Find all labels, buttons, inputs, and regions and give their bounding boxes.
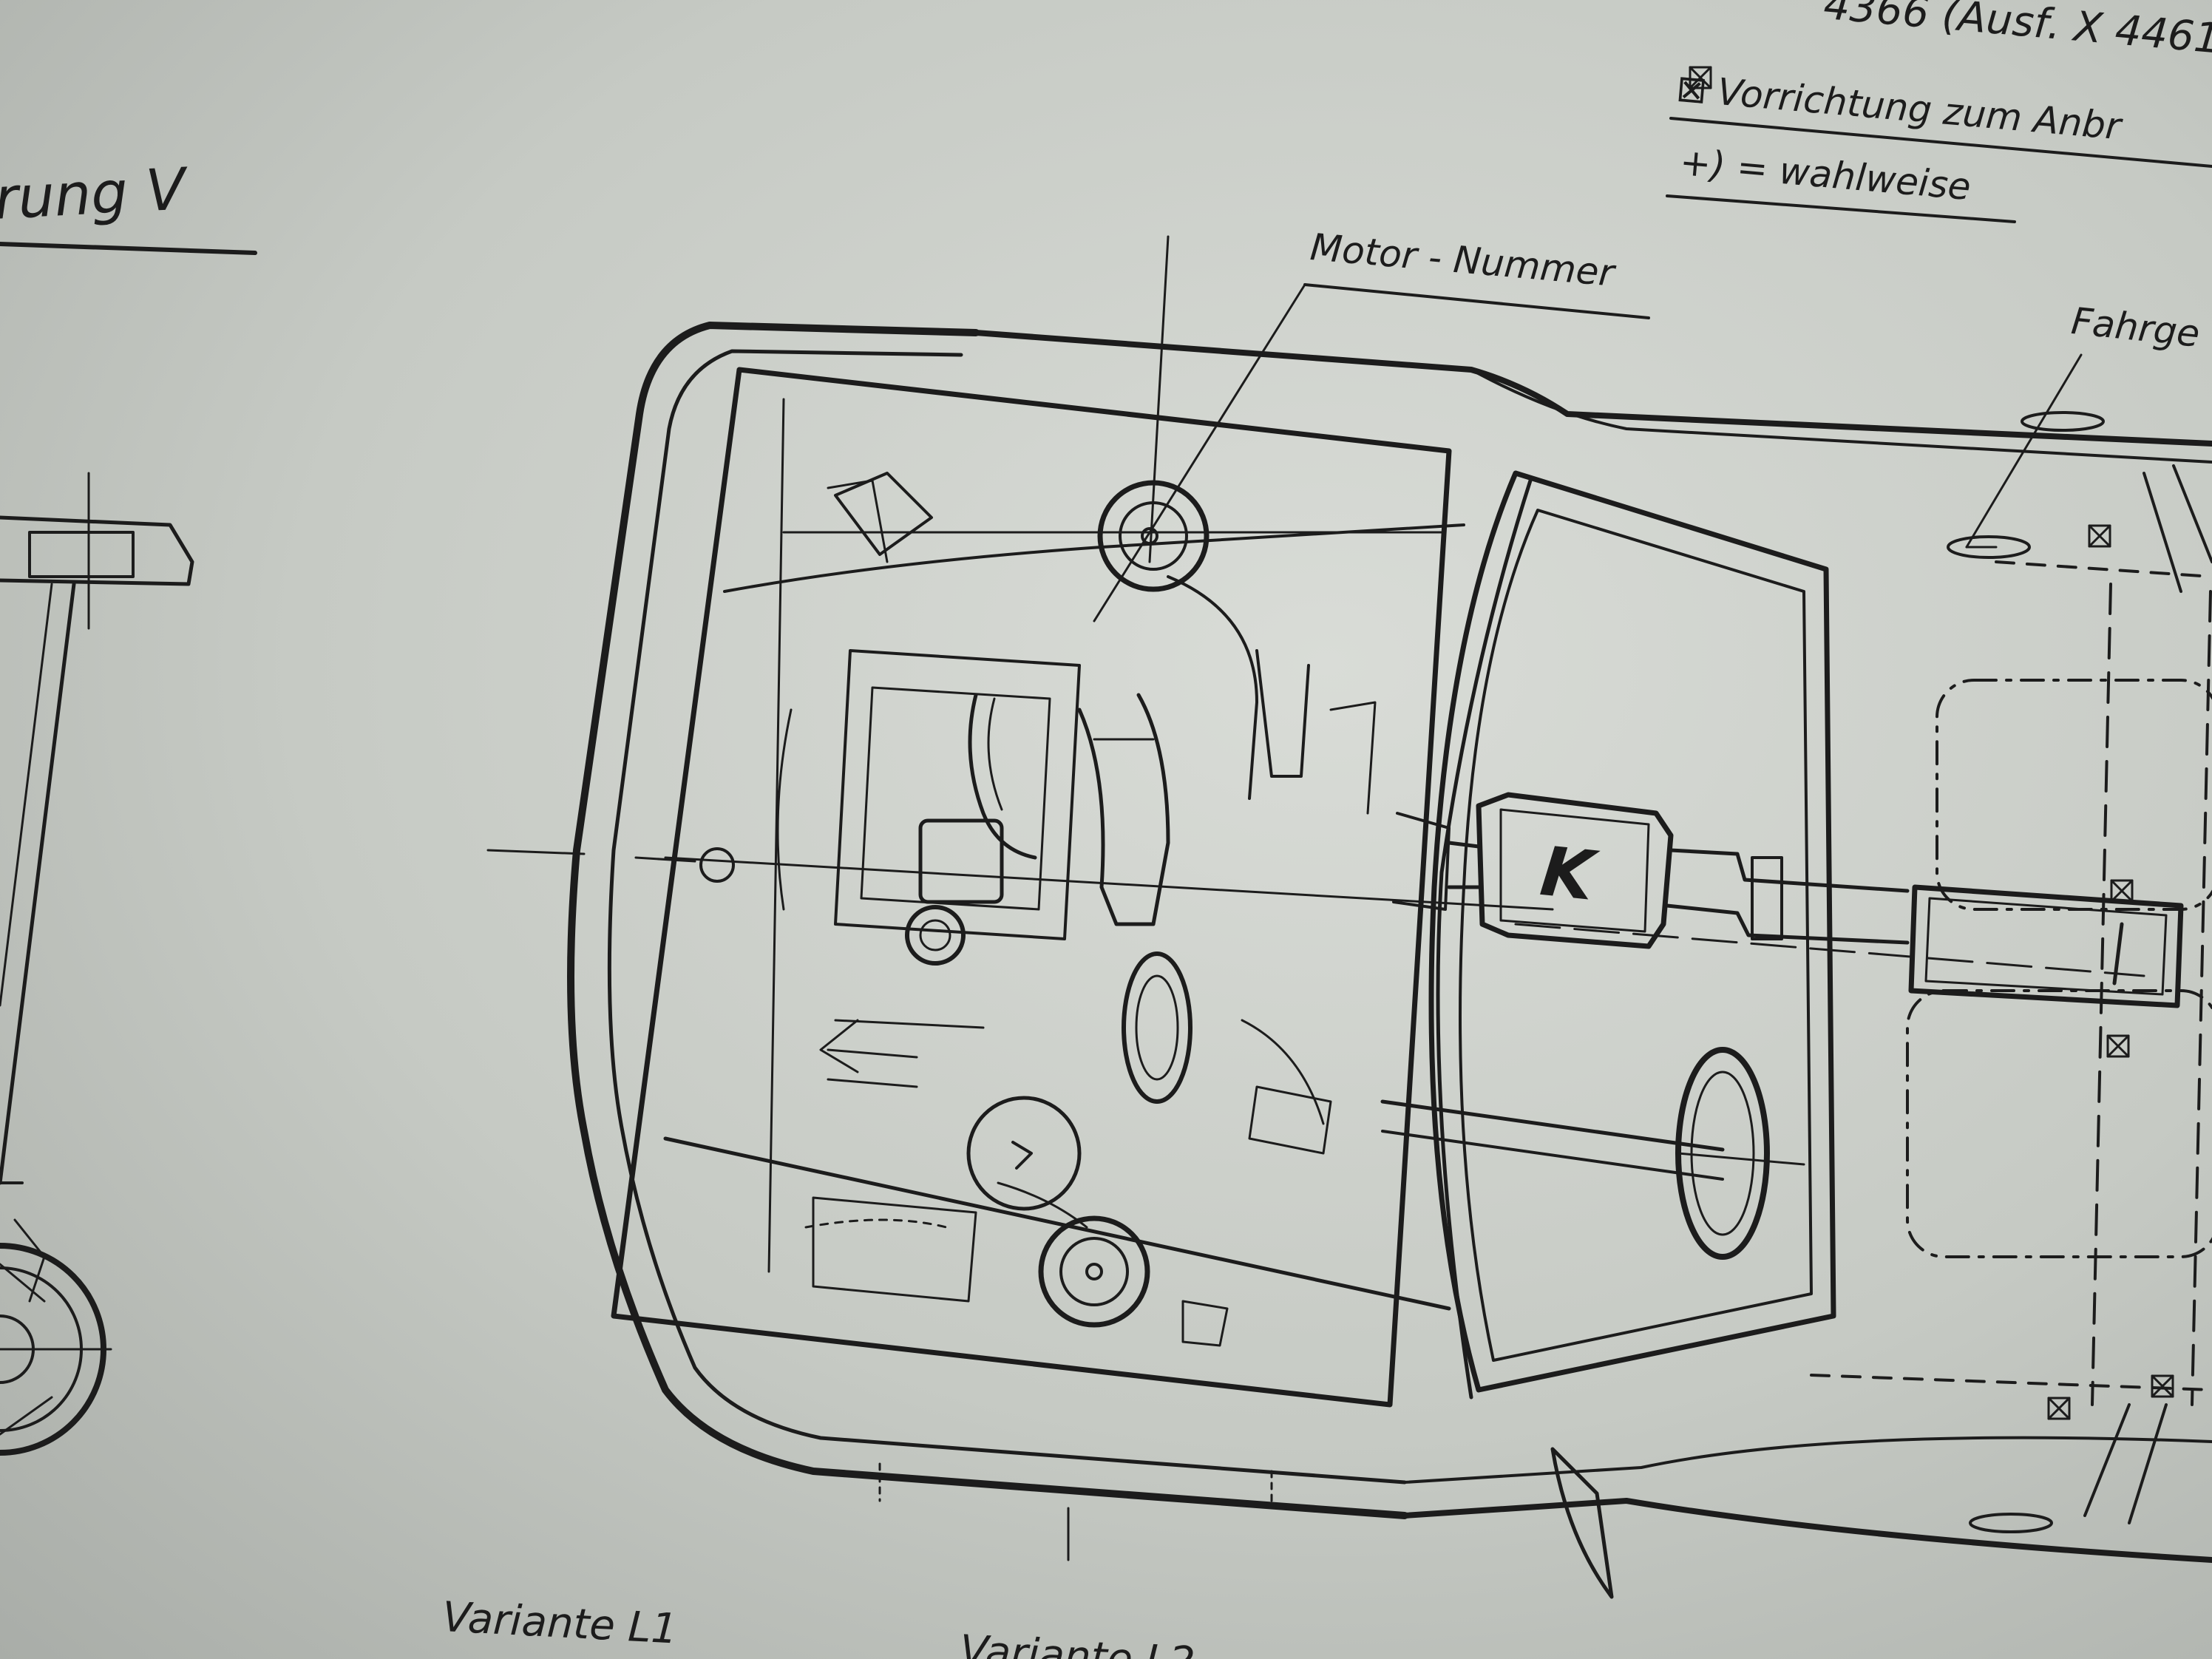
boxed-x-icon: ⊠ (1674, 67, 1709, 112)
legend-underline-2 (1666, 194, 2016, 223)
fixture-markers (1689, 66, 2174, 1420)
boxed-x-icon (2106, 1034, 2130, 1058)
engine-bay (663, 472, 1465, 1347)
boxed-x-icon (2110, 879, 2134, 903)
strut-mount-bottom-icon (1038, 1215, 1150, 1328)
exhaust-system (1380, 792, 2184, 1260)
legend-underline-1 (1669, 117, 2212, 168)
boxed-x-icon (2047, 1397, 2071, 1420)
reference-lines (486, 235, 2145, 1561)
car-body-outline (567, 322, 2212, 1599)
variant-ticks (878, 1462, 1273, 1510)
strut-mount-top-icon (1097, 480, 1210, 592)
catalyst-label: K (1536, 832, 1598, 916)
motor-label-underline (1303, 283, 1650, 319)
title-underline (0, 242, 257, 255)
boxed-x-icon (2088, 524, 2111, 548)
side-view-fragment (0, 472, 194, 1456)
boxed-x-icon (2151, 1374, 2174, 1398)
section-title: rung V (0, 156, 187, 233)
boxed-x-icon (1689, 66, 1712, 89)
